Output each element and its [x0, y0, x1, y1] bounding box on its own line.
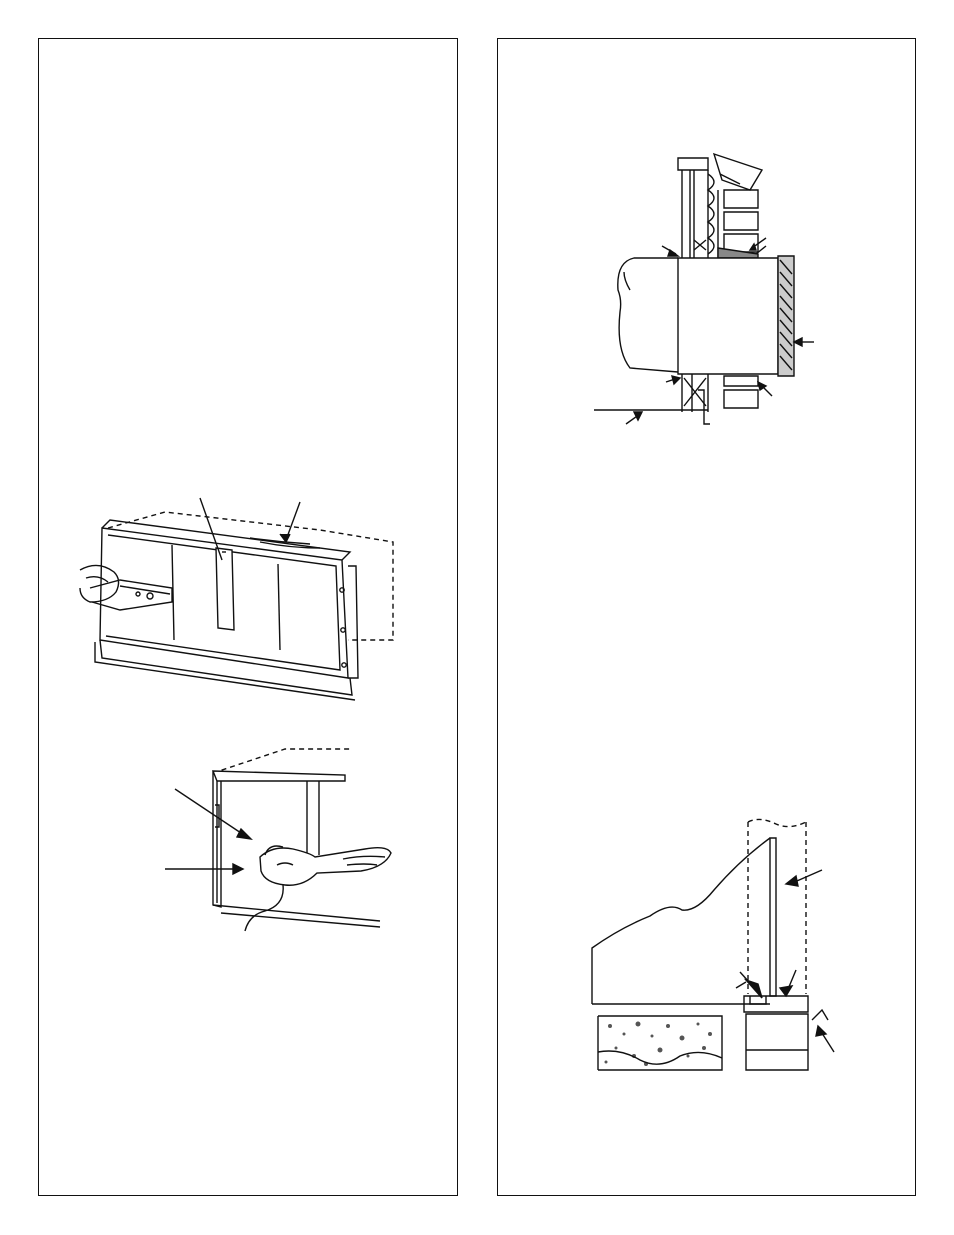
sleeve-drill-figure	[165, 745, 390, 935]
floor-detail-figure	[590, 820, 835, 1070]
wall-section-figure	[590, 150, 815, 425]
left-page-panel	[38, 38, 458, 1196]
sleeve-insert-figure	[80, 490, 420, 700]
right-page-panel	[497, 38, 916, 1196]
